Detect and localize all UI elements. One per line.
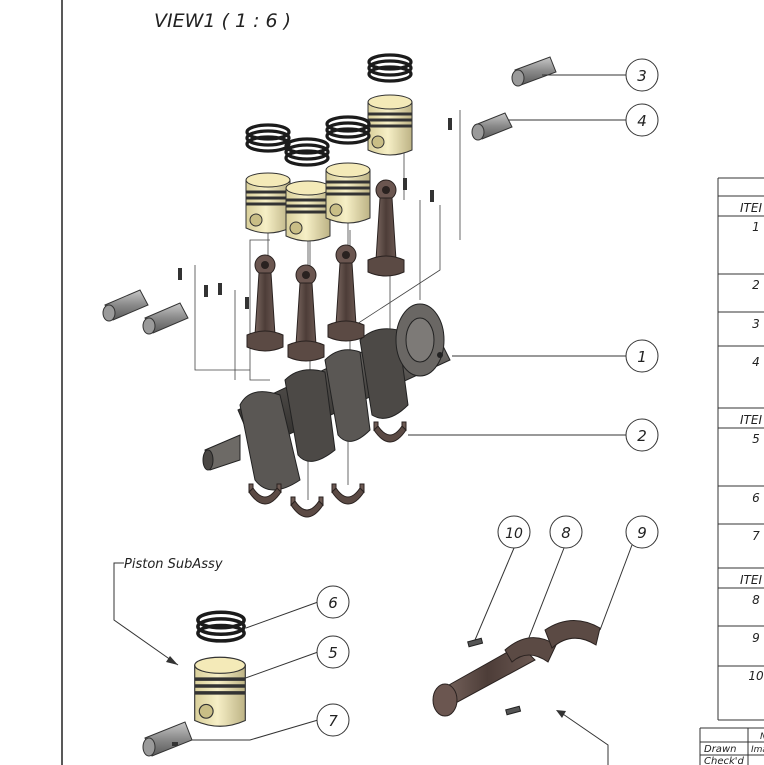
bom-item-4: 4 <box>752 355 760 369</box>
balloon-leaders <box>180 74 633 741</box>
bom-table: ITEI ITEI ITEI 1 2 3 4 5 6 7 8 9 10 <box>717 177 764 721</box>
bom-item-5: 5 <box>752 432 760 446</box>
balloon-7-number: 7 <box>328 712 338 730</box>
piston-subassembly: Piston SubAssy <box>113 557 248 757</box>
crankshaft <box>202 303 451 491</box>
bom-item-6: 6 <box>752 491 760 505</box>
bom-item-7: 7 <box>752 529 760 543</box>
subassembly-label: Piston SubAssy <box>124 557 223 572</box>
balloon-6-number: 6 <box>328 594 338 612</box>
bom-item-10: 10 <box>748 669 764 683</box>
title-block: N Drawn Ima Check'd <box>699 727 764 765</box>
bom-header-3: ITEI <box>740 573 762 587</box>
bom-header-2: ITEI <box>740 413 762 427</box>
balloon-1-number: 1 <box>637 348 647 366</box>
balloon-5: 5 <box>316 635 350 669</box>
bom-item-8: 8 <box>752 593 760 607</box>
main-bearing-shell <box>373 421 407 443</box>
balloon-6: 6 <box>316 585 350 619</box>
bom-item-3: 3 <box>752 317 760 331</box>
view-label: VIEW1 ( 1 : 6 ) <box>154 10 291 32</box>
balloon-8-number: 8 <box>561 524 571 542</box>
balloon-9: 9 <box>625 515 659 549</box>
balloon-5-number: 5 <box>328 644 338 662</box>
balloon-3: 3 <box>625 58 659 92</box>
bom-header-1: ITEI <box>740 201 762 215</box>
rod-subassembly <box>432 620 609 765</box>
balloon-10-number: 10 <box>505 526 523 542</box>
pin-clips <box>178 118 452 309</box>
balloon-9-number: 9 <box>637 524 647 542</box>
balloon-2: 2 <box>625 418 659 452</box>
balloon-4: 4 <box>625 103 659 137</box>
balloon-1: 1 <box>625 339 659 373</box>
bom-item-9: 9 <box>752 631 760 645</box>
bom-item-2: 2 <box>752 278 760 292</box>
wrist-pins <box>102 56 557 335</box>
balloon-3-number: 3 <box>637 67 647 85</box>
balloon-2-number: 2 <box>637 427 647 445</box>
drawn-value: Ima <box>751 745 764 755</box>
drawn-label: Drawn <box>704 744 736 755</box>
checked-label: Check'd <box>704 756 745 765</box>
balloon-10: 10 <box>497 515 531 549</box>
title-block-top-fragment: N <box>760 732 764 742</box>
exploded-assembly <box>102 53 557 518</box>
bom-item-1: 1 <box>752 220 760 234</box>
balloon-8: 8 <box>549 515 583 549</box>
balloon-7: 7 <box>316 703 350 737</box>
balloon-4-number: 4 <box>637 112 647 130</box>
